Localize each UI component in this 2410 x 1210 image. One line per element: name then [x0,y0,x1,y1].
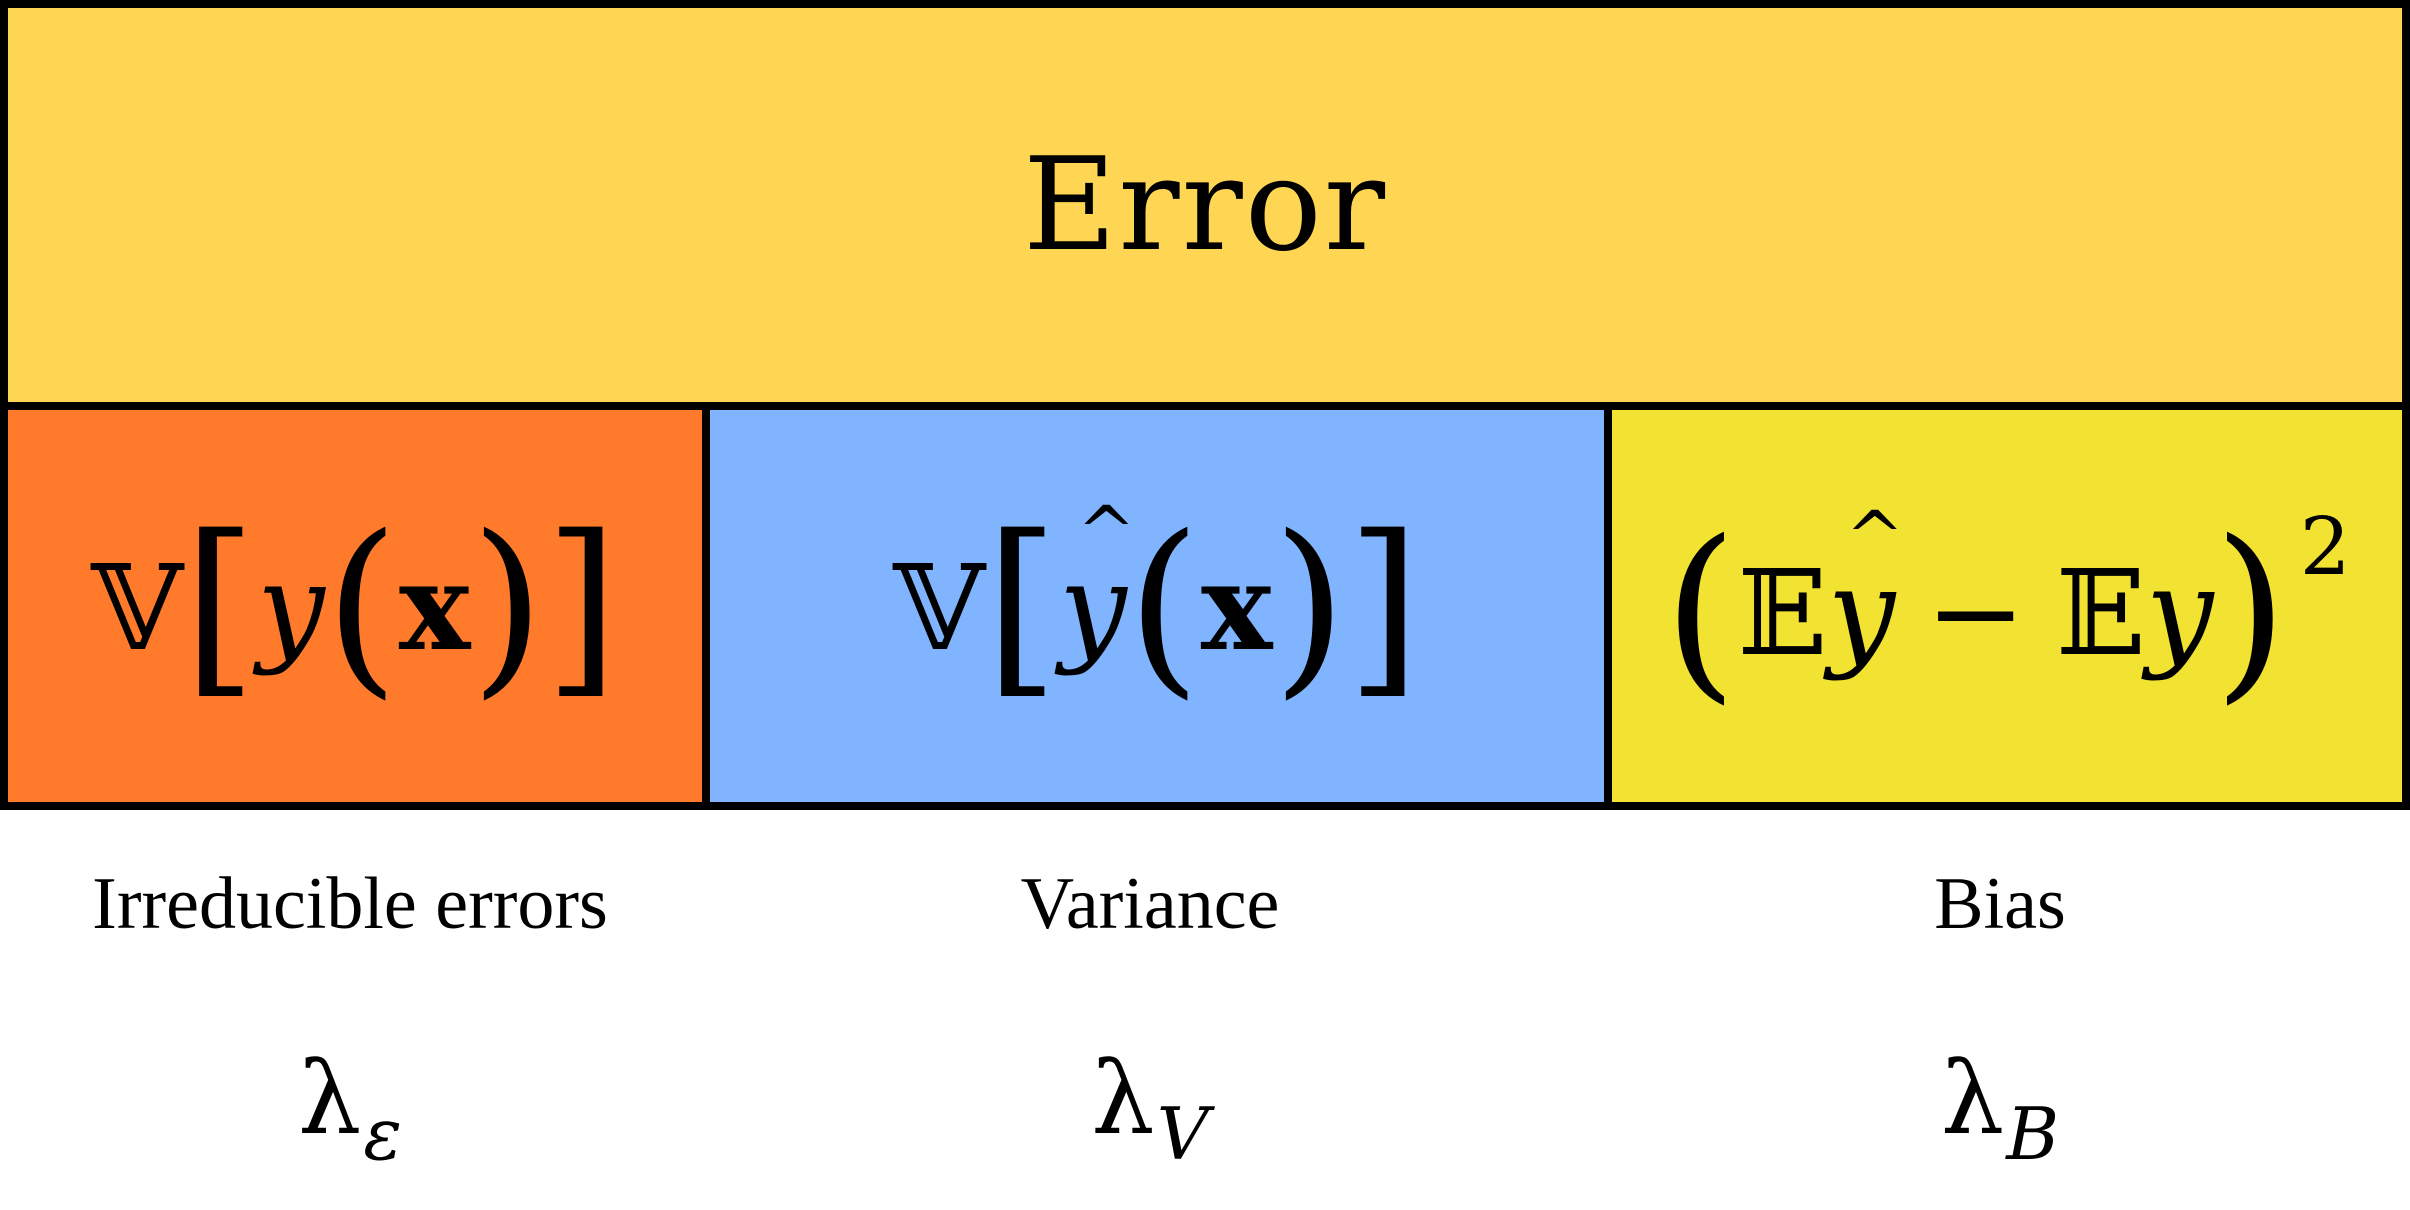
variance-box: 𝕍[y(x)] [702,402,1612,810]
lambda-symbol: λ [297,1040,362,1157]
close-bracket: ] [1346,495,1421,716]
close-bracket: ] [544,495,619,716]
variance-operator-symbol: 𝕍 [893,539,985,677]
minus-sign: − [1925,543,2026,683]
close-paren: ) [2213,499,2288,721]
bias-label: Bias [1934,863,2066,945]
open-paren: ( [1126,495,1201,716]
open-paren: ( [1663,499,1738,721]
y-hat: y [1827,502,1903,674]
variance-formula: 𝕍[y(x)] [893,497,1420,701]
y-symbol: y [2145,543,2214,683]
close-paren: ) [1272,495,1347,716]
bias-box: (𝔼y−𝔼y)2 [1604,402,2410,810]
variance-label: Variance [1020,863,1280,945]
variance-operator-symbol: 𝕍 [91,539,183,677]
lambda-subscript: ε [363,1092,403,1176]
y-function: y [256,539,325,678]
lambda-epsilon: λε [0,1040,700,1176]
irreducible-errors-label: Irreducible errors [92,863,608,945]
bias-formula: (𝔼y−𝔼y)2 [1663,502,2350,706]
irreducible-error-formula: 𝕍[y(x)] [91,511,618,701]
expectation-symbol: 𝔼 [2055,543,2146,682]
lambda-symbol: λ [1091,1040,1155,1157]
y-hat-function: y [1059,497,1135,669]
lambda-subscript: V [1156,1092,1209,1176]
x-vector: x [398,537,471,678]
open-bracket: [ [182,495,257,716]
power-exponent: 2 [2299,499,2351,593]
expectation-symbol: 𝔼 [1737,543,1828,682]
lambda-subscript: B [2006,1092,2060,1176]
close-paren: ) [470,495,545,716]
x-vector: x [1200,537,1273,678]
irreducible-error-box: 𝕍[y(x)] [0,402,710,810]
lambda-v: λV [700,1040,1600,1176]
error-title: Error [1022,130,1388,280]
lambda-b: λB [1600,1040,2400,1176]
open-paren: ( [324,495,399,716]
lambda-symbol: λ [1940,1040,2005,1157]
error-box: Error [0,0,2410,410]
open-bracket: [ [984,495,1059,716]
